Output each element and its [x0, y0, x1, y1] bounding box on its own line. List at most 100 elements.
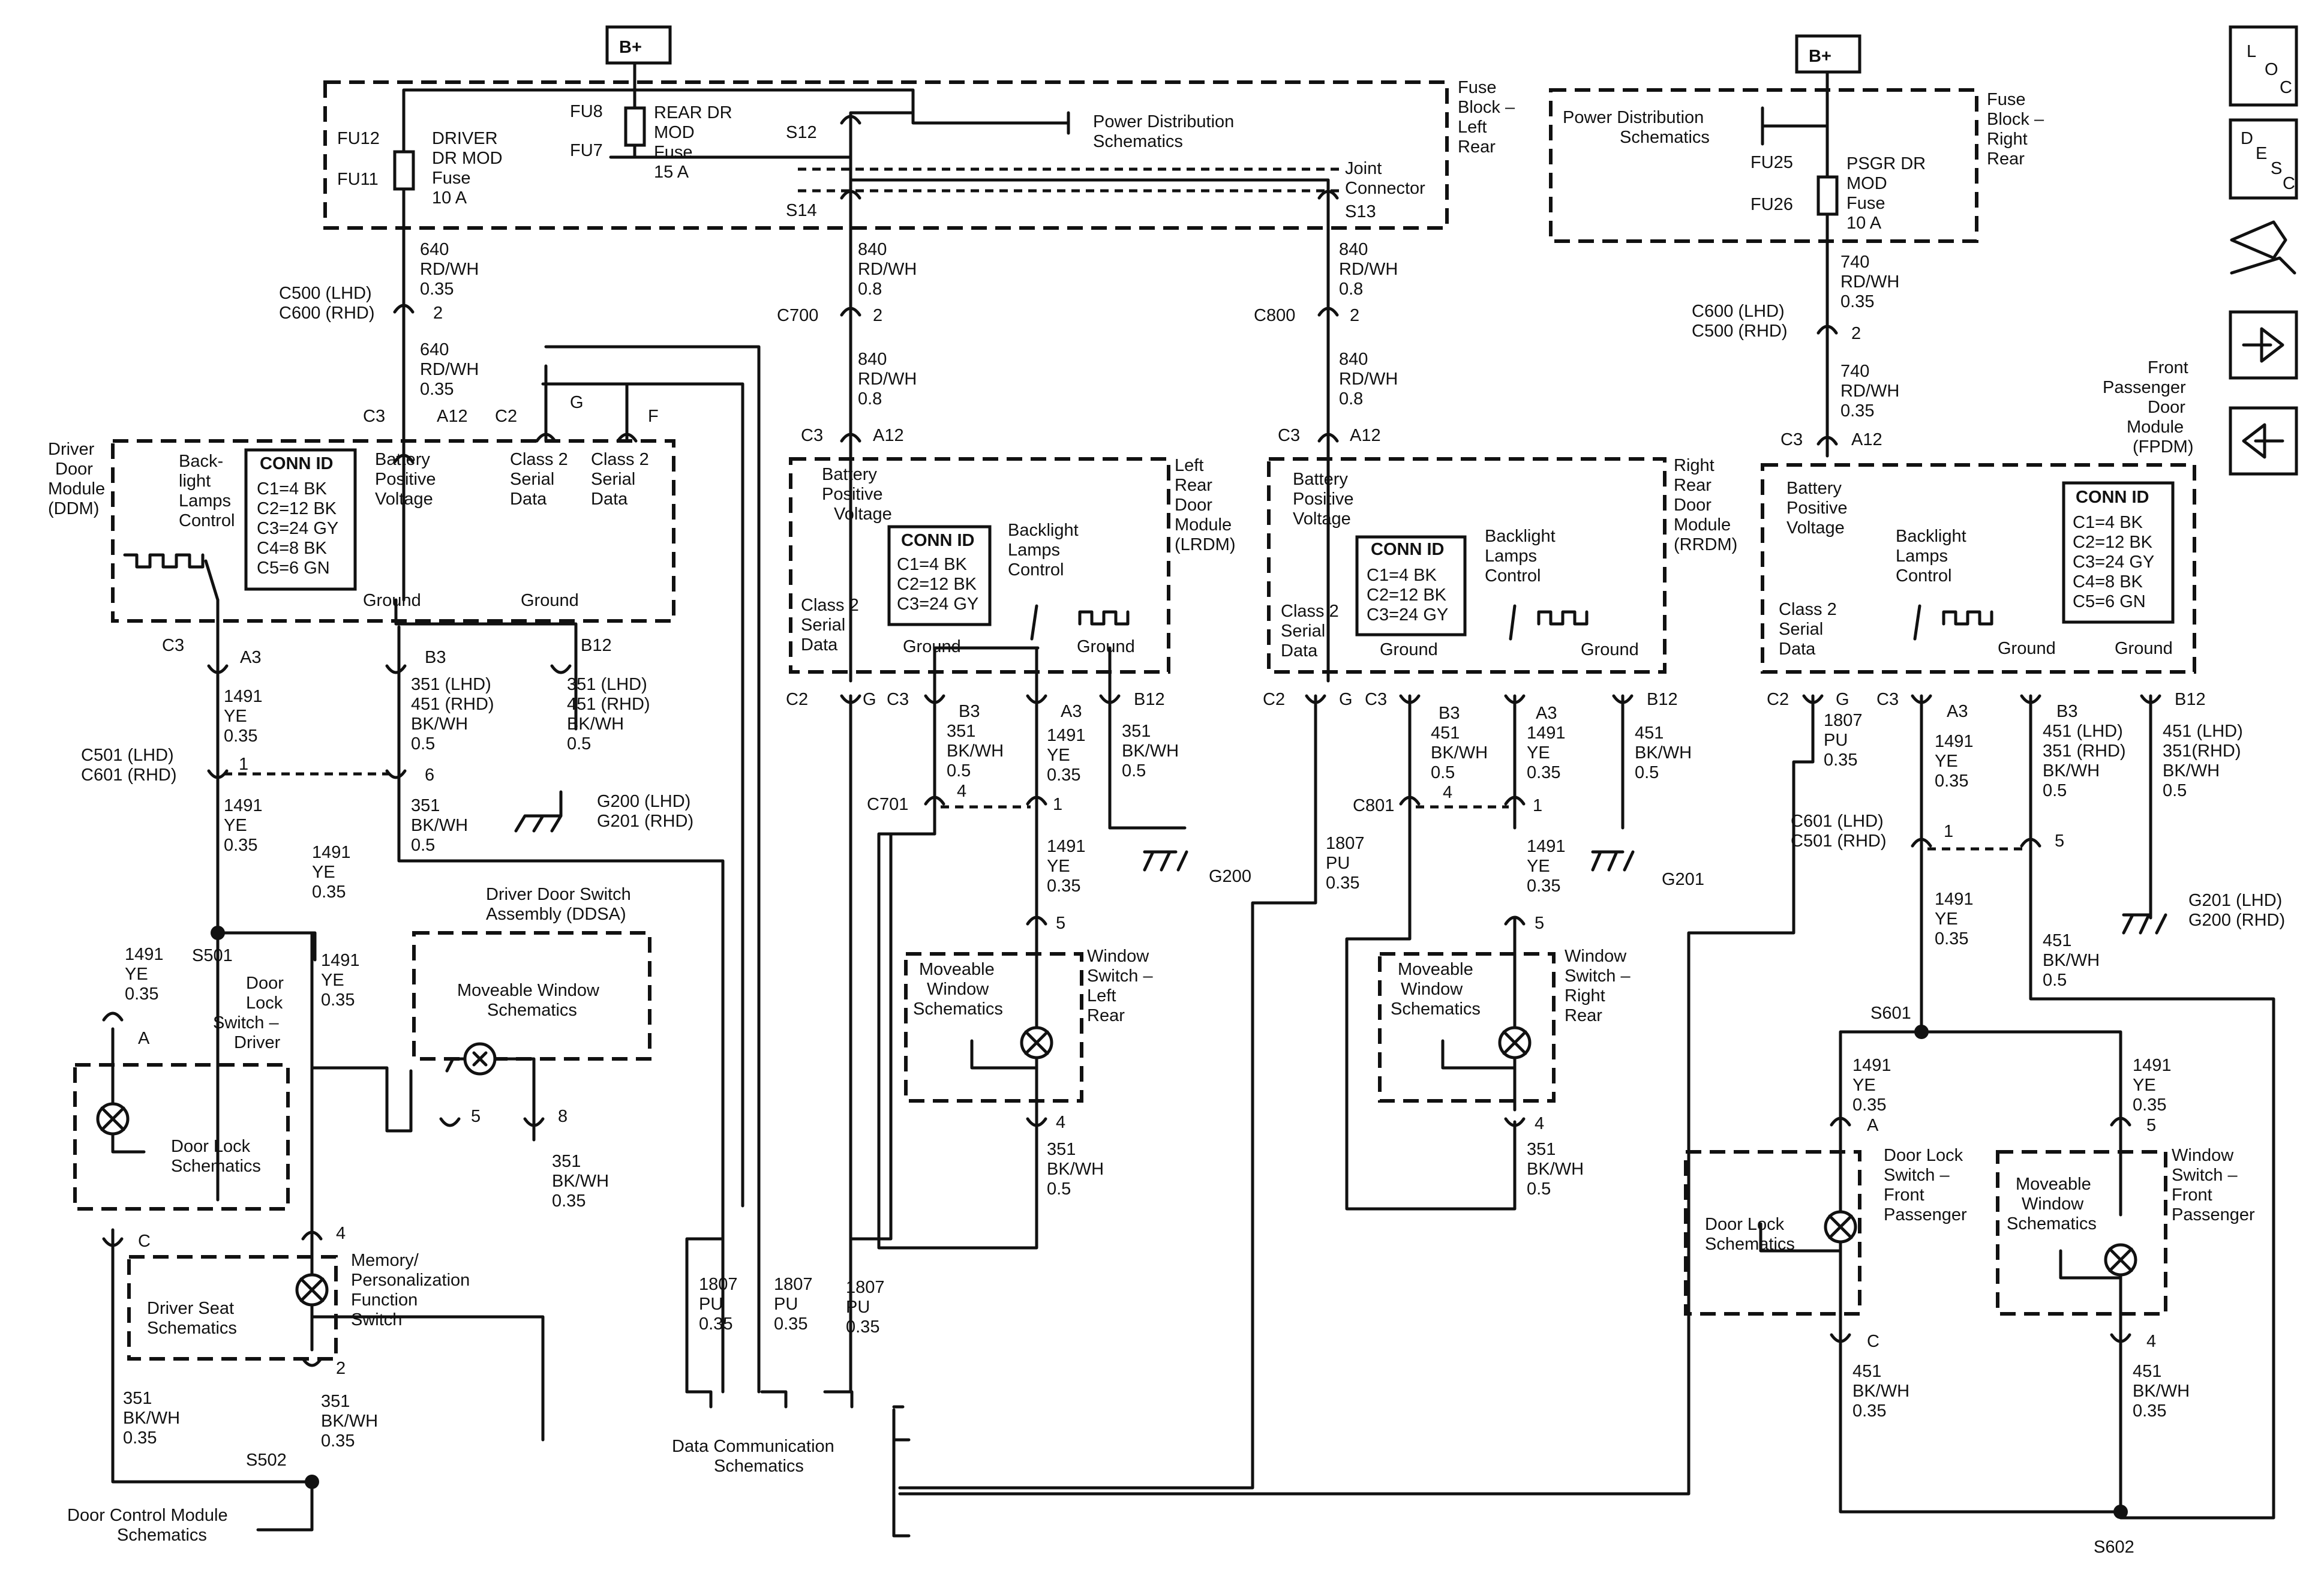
svg-text:C2: C2: [1767, 690, 1789, 709]
svg-text:Serial: Serial: [1281, 622, 1325, 641]
svg-text:2: 2: [1350, 306, 1359, 325]
svg-text:Voltage: Voltage: [375, 490, 433, 509]
svg-text:D: D: [2241, 129, 2253, 148]
svg-text:YE: YE: [1047, 857, 1070, 876]
svg-text:YE: YE: [2133, 1076, 2156, 1095]
connector-tool-button[interactable]: [2230, 220, 2296, 275]
svg-text:YE: YE: [312, 863, 335, 882]
svg-text:Serial: Serial: [591, 470, 635, 489]
svg-text:C601 (LHD): C601 (LHD): [1791, 812, 1884, 831]
next-arrow-button[interactable]: [2229, 310, 2298, 380]
svg-text:0.35: 0.35: [2133, 1095, 2166, 1115]
svg-text:Backlight: Backlight: [1485, 527, 1556, 546]
svg-text:1491: 1491: [1935, 890, 1974, 909]
svg-text:8: 8: [558, 1107, 568, 1126]
svg-text:FU25: FU25: [1750, 153, 1793, 172]
ddm-conn-id-box: [244, 448, 357, 591]
svg-text:1807: 1807: [846, 1278, 885, 1297]
svg-text:451: 451: [1635, 724, 1664, 743]
svg-text:0.8: 0.8: [858, 389, 882, 409]
lrdm-box: [789, 457, 1170, 674]
wrench-icon: [2230, 220, 2296, 275]
svg-text:YE: YE: [224, 707, 247, 726]
lrdm-window-box: [904, 952, 1083, 1103]
svg-text:0.35: 0.35: [1840, 292, 1874, 311]
svg-text:Ground: Ground: [1077, 637, 1135, 656]
svg-text:S12: S12: [786, 123, 817, 142]
svg-text:Moveable: Moveable: [919, 960, 995, 979]
svg-text:BK/WH: BK/WH: [411, 715, 468, 734]
svg-text:Function: Function: [351, 1290, 418, 1310]
loc-button[interactable]: L O C: [2229, 25, 2298, 107]
svg-text:B3: B3: [2056, 702, 2077, 721]
svg-text:6: 6: [425, 766, 434, 785]
svg-text:YE: YE: [1935, 909, 1958, 929]
svg-text:A3: A3: [1536, 704, 1557, 723]
svg-text:10 A: 10 A: [1846, 214, 1882, 233]
svg-text:Schematics: Schematics: [147, 1319, 237, 1338]
svg-text:5: 5: [2055, 831, 2064, 851]
svg-text:A: A: [138, 1029, 150, 1048]
svg-text:G201 (RHD): G201 (RHD): [597, 812, 693, 831]
ddm-box: [111, 439, 675, 623]
svg-text:C5=6 GN: C5=6 GN: [2073, 592, 2146, 611]
svg-text:G: G: [1339, 690, 1353, 709]
svg-text:2: 2: [336, 1359, 346, 1378]
svg-text:Moveable: Moveable: [2016, 1175, 2091, 1194]
rrdm-window-box: [1378, 952, 1556, 1103]
svg-text:A12: A12: [1350, 426, 1381, 445]
prev-arrow-button[interactable]: [2229, 406, 2298, 476]
svg-text:C2=12 BK: C2=12 BK: [897, 575, 977, 594]
svg-text:1491: 1491: [1047, 726, 1086, 745]
svg-text:Serial: Serial: [510, 470, 554, 489]
svg-text:0.35: 0.35: [1047, 766, 1080, 785]
svg-text:A3: A3: [1947, 702, 1968, 721]
svg-text:Door: Door: [1674, 496, 1712, 515]
svg-text:C801: C801: [1353, 796, 1394, 815]
svg-text:351: 351: [1527, 1140, 1556, 1159]
desc-button[interactable]: D E S C: [2229, 118, 2298, 200]
svg-text:RD/WH: RD/WH: [858, 260, 917, 279]
svg-text:Ground: Ground: [363, 591, 421, 610]
svg-text:B12: B12: [1134, 690, 1165, 709]
svg-text:Front: Front: [2148, 358, 2188, 377]
svg-text:BK/WH: BK/WH: [947, 742, 1004, 761]
svg-text:0.35: 0.35: [1852, 1095, 1886, 1115]
svg-text:MOD: MOD: [654, 123, 695, 142]
svg-text:(RRDM): (RRDM): [1674, 535, 1737, 554]
svg-text:BK/WH: BK/WH: [2043, 761, 2100, 781]
svg-text:Left: Left: [1087, 986, 1116, 1005]
svg-text:351 (RHD): 351 (RHD): [2043, 742, 2126, 761]
svg-text:G: G: [863, 690, 876, 709]
svg-text:Door Lock: Door Lock: [171, 1137, 251, 1156]
svg-text:Module: Module: [48, 479, 105, 499]
svg-text:1: 1: [239, 755, 248, 774]
svg-text:YE: YE: [1935, 752, 1958, 771]
svg-text:4: 4: [336, 1224, 346, 1243]
svg-text:C1=4 BK: C1=4 BK: [897, 555, 968, 574]
svg-text:C2: C2: [495, 407, 517, 426]
svg-text:5: 5: [471, 1107, 481, 1126]
svg-text:840: 840: [858, 350, 887, 369]
svg-text:Backlight: Backlight: [1008, 521, 1079, 540]
svg-text:FU12: FU12: [337, 129, 380, 148]
svg-text:Passenger: Passenger: [1884, 1205, 1967, 1224]
svg-text:C2: C2: [1263, 690, 1285, 709]
svg-text:451 (LHD): 451 (LHD): [2163, 722, 2243, 741]
svg-text:S601: S601: [1870, 1004, 1911, 1023]
labels: B+ B+ Fuse Block – Left Rear FU12 FU11 D…: [48, 38, 2285, 1557]
svg-text:S14: S14: [786, 201, 817, 220]
svg-text:YE: YE: [321, 971, 344, 990]
svg-text:Passenger: Passenger: [2103, 378, 2186, 397]
svg-text:YE: YE: [1852, 1076, 1876, 1095]
svg-text:B12: B12: [1647, 690, 1678, 709]
svg-text:C500 (RHD): C500 (RHD): [1692, 322, 1788, 341]
svg-text:C3=24 GY: C3=24 GY: [257, 519, 338, 538]
svg-text:Door: Door: [55, 460, 93, 479]
svg-text:Class 2: Class 2: [1281, 602, 1339, 621]
svg-text:Fuse: Fuse: [654, 143, 692, 162]
svg-text:PU: PU: [1326, 854, 1350, 873]
svg-text:4: 4: [1056, 1113, 1065, 1132]
svg-text:BK/WH: BK/WH: [1527, 1160, 1584, 1179]
svg-text:0.35: 0.35: [1527, 876, 1560, 896]
